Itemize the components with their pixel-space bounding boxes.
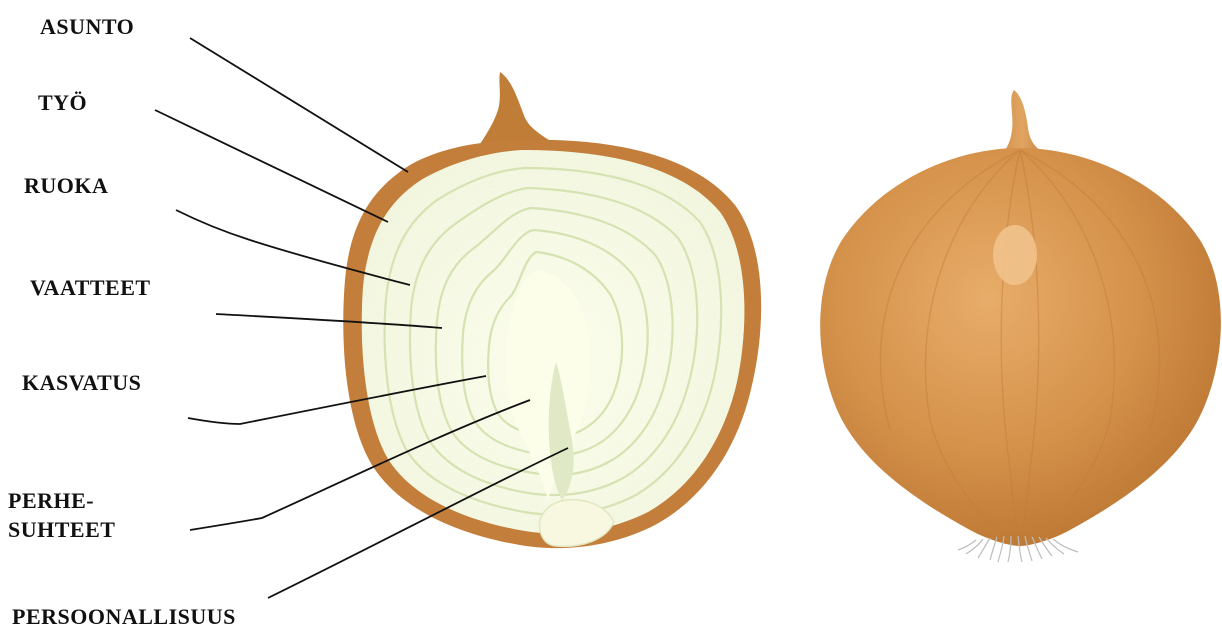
label-ruoka: RUOKA — [24, 173, 108, 199]
label-persoonallisuus: PERSOONALLISUUS — [12, 604, 236, 630]
whole-onion — [820, 90, 1221, 562]
label-perhesuhteet-line1: PERHE- — [8, 488, 115, 514]
leader-line-asunto — [190, 38, 408, 172]
label-kasvatus: KASVATUS — [22, 370, 141, 396]
whole-onion-roots — [958, 536, 1078, 562]
leader-line-tyo — [155, 110, 388, 222]
label-asunto: ASUNTO — [40, 14, 134, 40]
label-tyo: TYÖ — [38, 90, 87, 116]
whole-onion-highlight — [993, 225, 1037, 285]
cut-onion — [343, 72, 761, 548]
label-vaatteet: VAATTEET — [30, 275, 151, 301]
label-perhesuhteet-line2: SUHTEET — [8, 517, 115, 543]
label-perhesuhteet: PERHE- SUHTEET — [8, 488, 115, 543]
